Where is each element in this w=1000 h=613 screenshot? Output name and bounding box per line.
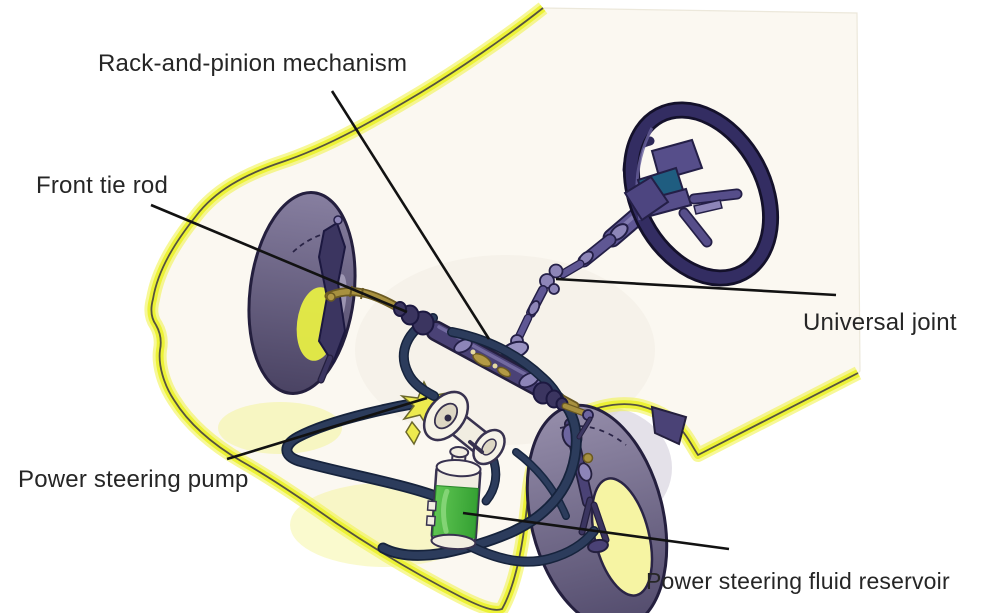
pump-end-inner xyxy=(481,438,497,456)
universal-joint xyxy=(500,263,564,366)
label-power-steering-pump: Power steering pump xyxy=(18,466,249,493)
label-fluid-reservoir: Power steering fluid reservoir xyxy=(646,568,950,594)
hose-right-loop-core xyxy=(379,384,581,560)
reservoir-clamp xyxy=(425,515,436,527)
lower-arm-core xyxy=(318,355,333,383)
leader-power-steering-pump xyxy=(226,396,428,461)
front-wheel xyxy=(247,191,357,395)
column-boot xyxy=(623,175,670,222)
label-rack-and-pinion: Rack-and-pinion mechanism xyxy=(98,50,408,77)
frame-wedge xyxy=(650,405,688,446)
right-link-core xyxy=(577,417,592,439)
rack-bolt xyxy=(492,363,498,369)
fork-foot xyxy=(587,538,609,554)
spoke-detail xyxy=(693,199,723,215)
tie-rod-end xyxy=(326,292,336,302)
reservoir-fluid xyxy=(432,485,479,539)
fluid-reservoir xyxy=(425,446,482,551)
power-steering-pump xyxy=(399,380,506,466)
rear-tire-dashes xyxy=(559,425,627,446)
rack-gold-fitting xyxy=(472,352,492,368)
leader-front-tie-rod xyxy=(150,203,408,314)
rear-hose-core xyxy=(513,449,569,519)
steering-wheel xyxy=(622,101,780,287)
label-universal-joint: Universal joint xyxy=(803,309,957,336)
uj-lobe xyxy=(548,263,564,279)
pump-detail xyxy=(468,440,484,454)
strut-collar xyxy=(577,462,593,482)
rear-wheel xyxy=(525,403,688,613)
leader-rack-and-pinion xyxy=(330,90,491,340)
wheel-rim xyxy=(625,104,777,284)
wheel-hub-top xyxy=(650,138,704,182)
uj-lobe xyxy=(548,283,560,295)
wheel-spoke-core xyxy=(690,190,741,203)
gold-fitting xyxy=(582,452,594,464)
reservoir-clamp xyxy=(426,500,437,512)
body-wash xyxy=(218,402,342,454)
pinion-shaft-core xyxy=(516,315,531,340)
column-lower-core xyxy=(559,260,584,278)
fork-link-core xyxy=(579,497,593,535)
pump-pulley-hub xyxy=(444,414,452,422)
rack-and-pinion xyxy=(393,301,594,440)
fork-link-core xyxy=(591,502,609,543)
reservoir-cap xyxy=(449,446,470,459)
leader-fluid-reservoir xyxy=(462,511,730,551)
label-front-tie-rod: Front tie rod xyxy=(36,172,168,199)
pump-bracket-tail xyxy=(405,420,421,446)
fluid-highlight xyxy=(441,488,450,534)
reservoir-bottom xyxy=(430,533,477,551)
rack-bolt xyxy=(470,349,476,355)
rack-gold-fitting xyxy=(496,366,512,378)
right-tie-rod xyxy=(562,403,587,416)
leader-universal-joint xyxy=(555,277,837,297)
wheel-spoke-core xyxy=(680,209,711,246)
hose-bottom-right-core xyxy=(466,527,598,566)
leader-lines xyxy=(150,90,837,551)
hose-hairpin-core xyxy=(283,394,456,501)
knuckle-bolt xyxy=(333,215,343,225)
reservoir-top xyxy=(435,458,482,478)
